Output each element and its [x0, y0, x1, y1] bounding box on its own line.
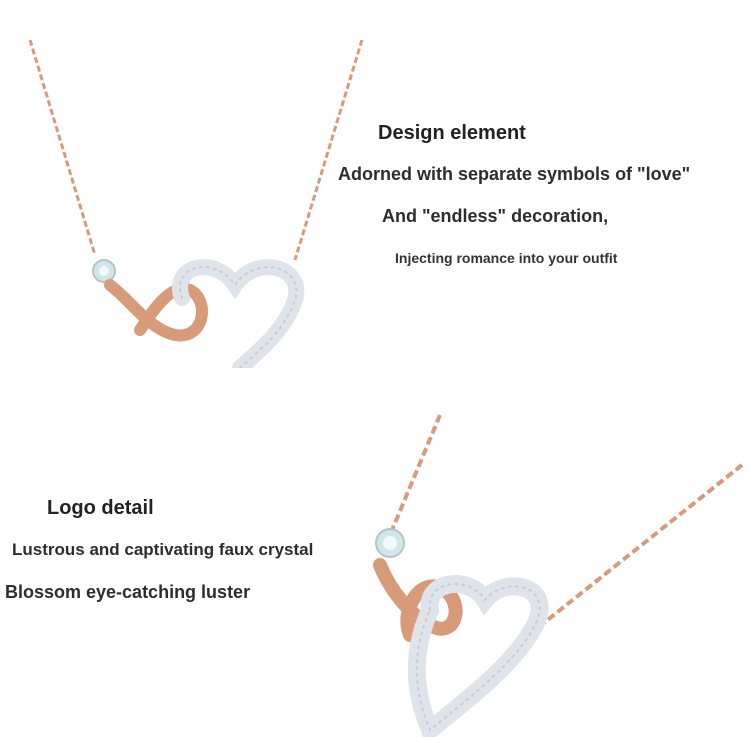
top-description: Design element Adorned with separate sym… [320, 110, 750, 280]
logo-detail-line-1: Lustrous and captivating faux crystal [12, 540, 314, 559]
bottom-necklace-image [370, 395, 750, 737]
bottom-description: Logo detail Lustrous and captivating fau… [0, 490, 370, 610]
design-element-line-1: Adorned with separate symbols of "love" [338, 164, 691, 184]
logo-detail-heading: Logo detail [47, 497, 154, 519]
design-element-heading: Design element [378, 122, 526, 144]
design-element-line-3: Injecting romance into your outfit [395, 250, 618, 266]
design-element-line-2: And "endless" decoration, [382, 206, 609, 226]
logo-detail-line-2: Blossom eye-catching luster [5, 582, 251, 602]
top-necklace-image [0, 0, 375, 368]
